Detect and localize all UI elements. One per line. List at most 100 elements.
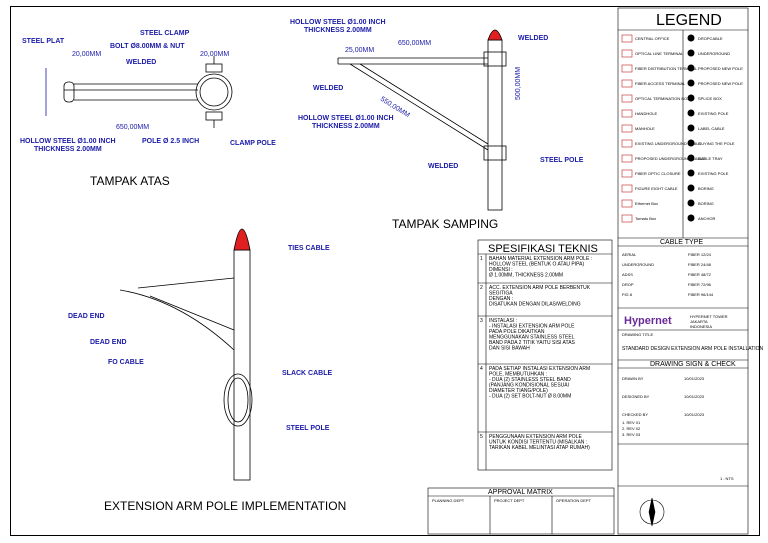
legend-right-item: ANCHOR (698, 216, 715, 221)
legend-left-item: FIGURE EIGHT CABLE (635, 186, 678, 191)
legend-symbol (687, 214, 695, 222)
legend-right-item: SPLICE BOX (698, 96, 722, 101)
legend-symbol (687, 64, 695, 72)
impl-ties-label: TIES CABLE (288, 245, 330, 252)
drawing-title-label: DRAWING TITLE (622, 332, 653, 337)
spec-item-number: 3 (480, 318, 483, 324)
sign-row-label: DRAWN BY (622, 376, 644, 381)
legend-left-item: Ethernet Box (635, 201, 658, 206)
legend-symbol (621, 94, 633, 103)
legend-left-item: MANHOLE (635, 126, 655, 131)
side-view-title: TAMPAK SAMPING (392, 217, 498, 231)
revision-item: 3. REV 03 (622, 432, 641, 437)
approval-col-3: OPERATION DEPT (556, 498, 592, 503)
legend-right-item: LABEL CABLE (698, 126, 725, 131)
sign-row-label: CHECKED BY (622, 412, 648, 417)
scale-value: 1 : NTS (720, 476, 734, 481)
cable-type-value: FIBER 96/144 (688, 292, 714, 297)
company-address-2: JAKARTA (690, 319, 708, 324)
approval-col-2: PROJECT DEPT (494, 498, 525, 503)
top-steel-clamp-label: STEEL CLAMP (140, 30, 190, 37)
side-hollow-b-label-2: THICKNESS 2.00MM (312, 123, 380, 130)
sign-title: DRAWING SIGN & CHECK (650, 361, 736, 368)
spec-item-line: INSTALASI : (489, 318, 517, 324)
spec-item-line: UNTUK KONDISI TERTENTU (MISALKAN : (489, 440, 587, 446)
spec-item-line: Ø 1.00MM, THICKNESS 2.00MM (489, 273, 563, 279)
spec-item-line: DENGAN : (489, 296, 513, 302)
legend-symbol (621, 214, 633, 223)
compass-icon (639, 497, 665, 527)
side-hollow-label: HOLLOW STEEL Ø1.00 INCH (290, 19, 386, 26)
legend-frame (617, 7, 749, 535)
side-hollow-label-2: THICKNESS 2.00MM (304, 27, 372, 34)
top-view-title: TAMPAK ATAS (90, 174, 170, 188)
legend-symbol (687, 124, 695, 132)
legend-title: LEGEND (656, 12, 722, 29)
cable-type-value: FIBER 24/48 (688, 262, 712, 267)
legend-left-item: EXISTING UNDERGROUND CABLE (635, 141, 701, 146)
side-view (337, 29, 507, 211)
drawing-title: STANDARD DESIGN EXTENSION ARM POLE INSTA… (622, 346, 764, 352)
top-pole-label: POLE Ø 2.5 INCH (142, 138, 199, 145)
spec-item-line: PADA POLE DIKAITKAN (489, 329, 545, 335)
legend-left-item: Tomato Box (635, 216, 656, 221)
side-dim-b: 650,00MM (398, 40, 431, 47)
drawing-sheet (10, 6, 760, 536)
spec-item-line: POLE, MEMBUTUHKAN : (489, 372, 547, 378)
legend-right-item: BORING (698, 201, 714, 206)
spec-item-number: 2 (480, 285, 483, 291)
legend-right-item: DROPCABLE (698, 36, 723, 41)
approval-title: APPROVAL MATRIX (488, 489, 553, 496)
side-hollow-b-label: HOLLOW STEEL Ø1.00 INCH (298, 115, 394, 122)
legend-left-item: CENTRAL OFFICE (635, 36, 670, 41)
top-dim-a: 20,00MM (72, 51, 101, 58)
company-logo: Hypernet (624, 315, 672, 327)
legend-right-item: EXISTING POLE (698, 111, 729, 116)
legend-left-item: PROPOSED UNDERGROUND CABLE (635, 156, 705, 161)
cable-type-value: FIBER 72/96 (688, 282, 712, 287)
cable-type-name: ADSS (622, 272, 633, 277)
side-dim-c: 500,00MM (515, 67, 522, 100)
approval-col-1: PLANNING DEPT (432, 498, 465, 503)
legend-left-item: HANDHOLE (635, 111, 658, 116)
legend-symbol (621, 154, 633, 163)
legend-symbol (687, 184, 695, 192)
sign-row-label: DESIGNED BY (622, 394, 650, 399)
side-dim-a: 25,00MM (345, 47, 374, 54)
legend-left-item: FIBER ACCESS TERMINAL (635, 81, 686, 86)
legend-right-item: UNDERGROUND (698, 51, 730, 56)
top-steel-plat-label: STEEL PLAT (22, 38, 65, 45)
side-welded-label-2: WELDED (313, 85, 343, 92)
legend-symbol (687, 199, 695, 207)
legend-symbol (621, 79, 633, 88)
company-address-1: HYPERNET TOWER (690, 314, 728, 319)
spec-item-line: TARIKAN KABEL MELINTASI ATAP RUMAH) (489, 445, 590, 451)
spec-item-line: (PANJANG KONDISIONAL SESUAI (489, 383, 569, 389)
top-welded-label: WELDED (126, 59, 156, 66)
sign-row-date: 10/01/2023 (684, 412, 705, 417)
legend-symbol (687, 109, 695, 117)
legend-left-item: FIBER OPTIC CLOSURE (635, 171, 681, 176)
legend-symbol (621, 139, 633, 148)
legend-right-item: PROPOSED NEW POLE (698, 81, 743, 86)
legend-symbol (621, 34, 633, 43)
revision-item: 2. REV 02 (622, 426, 641, 431)
spec-item-number: 5 (480, 434, 483, 440)
top-dim-e: 650,00MM (116, 124, 149, 131)
impl-dead-end-1: DEAD END (68, 313, 105, 320)
legend-left-item: OPTICAL TERMINATION BOX (635, 96, 690, 101)
legend-right-item: CABLE TRAY (698, 156, 723, 161)
spec-item-line: PENGGUNAAN EXTENSION ARM POLE (489, 434, 582, 440)
legend-right-item: EXISTING POLE (698, 171, 729, 176)
impl-dead-end-2: DEAD END (90, 339, 127, 346)
top-clamp-pole-label: CLAMP POLE (230, 140, 276, 147)
spec-item-line: - DUA (2) STAINLESS STEEL BAND (489, 377, 571, 383)
legend-symbol (687, 169, 695, 177)
spec-item-number: 4 (480, 366, 483, 372)
top-bolt-label: BOLT Ø8.00MM & NUT (110, 43, 185, 50)
legend-symbol (621, 64, 633, 73)
